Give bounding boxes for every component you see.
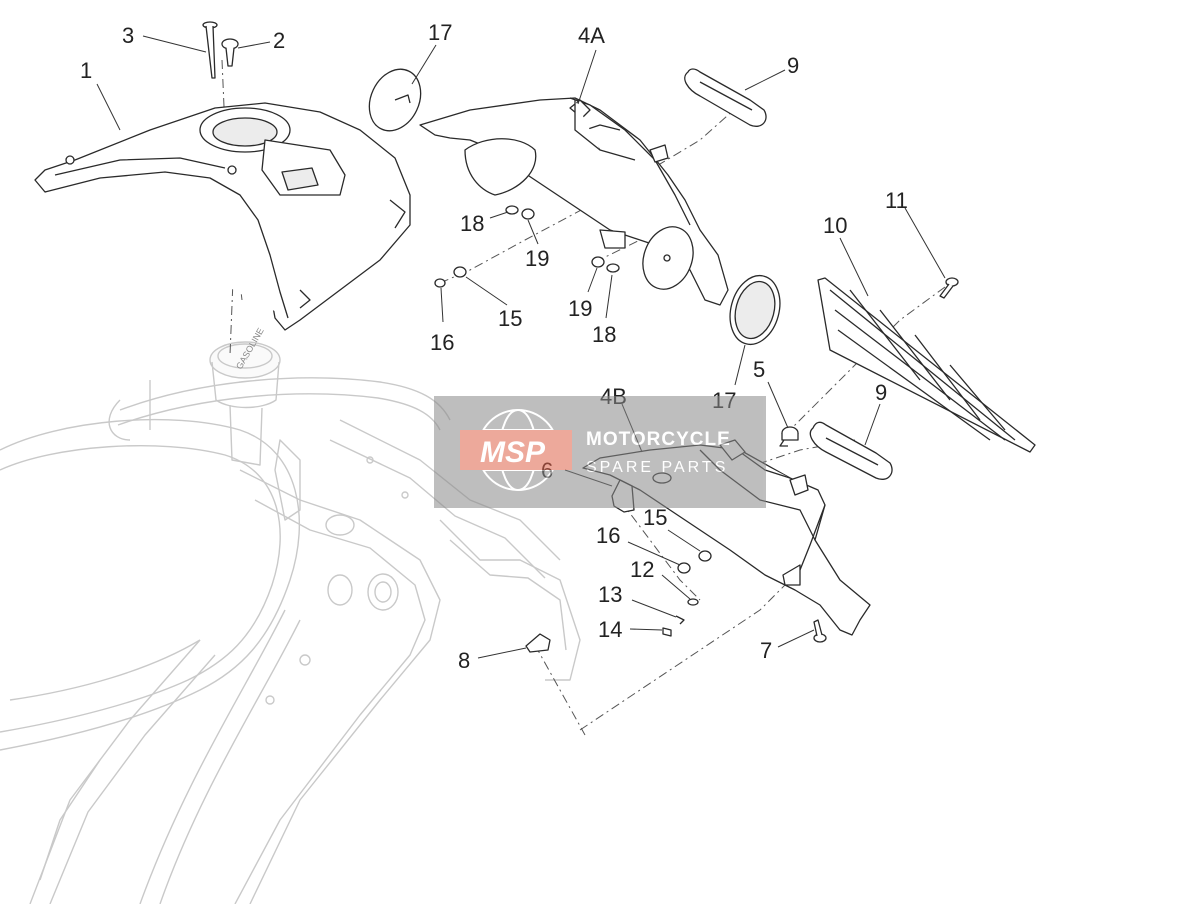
callout-3: 3 [122,23,134,48]
washer-part-18-bottom [606,263,620,273]
watermark-title: MOTORCYCLE [586,429,731,450]
clip-part-8 [525,633,551,653]
callout-16-top: 16 [430,330,454,355]
callout-9-bottom: 9 [875,380,887,405]
callout-9-top: 9 [787,53,799,78]
reflector-pad-part-17-bottom [729,274,781,346]
nut-part-16-bottom [677,562,691,574]
washer-part-15-bottom [698,550,712,562]
callout-18-top: 18 [460,211,484,236]
callout-10: 10 [823,213,847,238]
callout-5: 5 [753,357,765,382]
bolt-part-5 [779,426,799,447]
rear-cover-part-1 [34,102,411,331]
watermark-logo-box [460,430,572,470]
callout-16-bottom: 16 [596,523,620,548]
screw-part-2 [221,38,239,67]
callout-15-top: 15 [498,306,522,331]
pin-part-14 [662,627,672,637]
watermark-logo: MSP [480,436,546,469]
callout-1: 1 [80,58,92,83]
nut-part-19-bottom [591,256,605,268]
clip-part-12 [687,598,699,606]
callout-18-bottom: 18 [592,322,616,347]
callout-2: 2 [273,28,285,53]
reflector-strip-part-9-bottom [809,421,893,480]
plate-holder-part-4A [419,97,729,306]
spring-part-13 [675,615,685,625]
callout-19-bottom: 19 [568,296,592,321]
callout-12: 12 [630,557,654,582]
callout-19-top: 19 [525,246,549,271]
callout-11: 11 [885,188,908,213]
screw-part-7 [813,619,827,643]
watermark-subtitle: SPARE PARTS [586,459,728,476]
callout-4A: 4A [578,23,605,48]
callout-15-bottom: 15 [643,505,667,530]
license-plate-part-10 [817,277,1036,453]
washer-part-18-top [505,205,519,215]
washer-part-15-top [453,266,467,278]
callout-7: 7 [760,638,772,663]
callout-14: 14 [598,617,622,642]
clip-part-16-top [434,278,446,288]
reflector-strip-part-9-top [684,68,767,127]
watermark: MSP MOTORCYCLE SPARE PARTS [434,396,766,508]
nut-part-19-top [521,208,535,220]
callout-8: 8 [458,648,470,673]
reflector-pad-part-17-top [368,68,422,132]
callout-17-top: 17 [428,20,452,45]
screw-part-11 [939,277,959,299]
callout-13: 13 [598,582,622,607]
screw-part-3 [202,21,218,79]
